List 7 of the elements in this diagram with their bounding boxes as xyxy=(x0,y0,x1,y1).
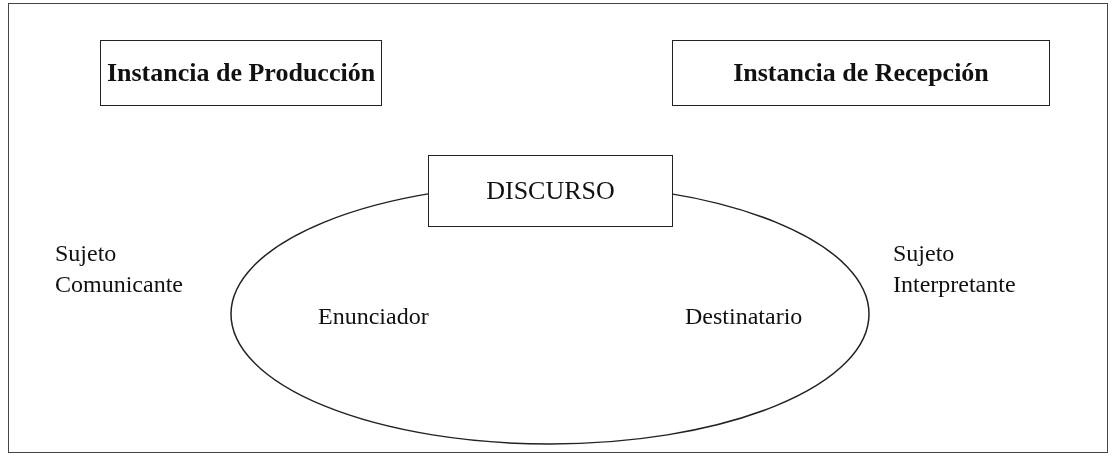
title-box: DISCURSO xyxy=(428,155,673,227)
role-label: Enunciador xyxy=(318,302,429,331)
subject-label: Sujeto Comunicante xyxy=(55,239,184,300)
heading-box: Instancia de Recepción xyxy=(672,40,1050,106)
subject-label: Sujeto Interpretante xyxy=(893,239,1017,300)
heading-box: Instancia de Producción xyxy=(100,40,382,106)
role-label: Destinatario xyxy=(685,302,803,331)
